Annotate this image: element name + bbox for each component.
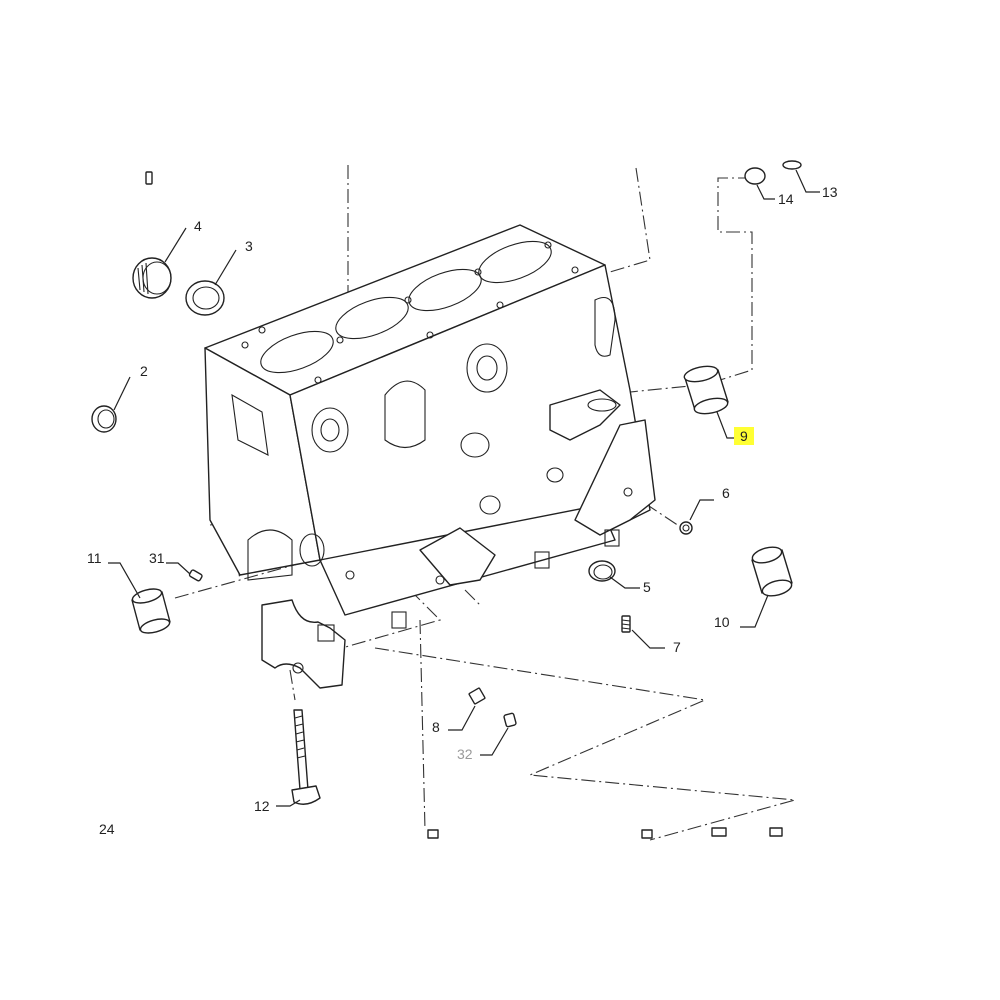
part-2-plug <box>91 405 117 433</box>
main-bearing-cap <box>261 599 346 689</box>
part-11-bushing <box>131 588 171 634</box>
callout-labels: 2 3 4 5 6 7 8 9 10 11 12 13 14 24 31 32 <box>87 184 838 837</box>
part-7-set-screw <box>621 615 631 633</box>
callout-4: 4 <box>194 218 202 234</box>
callout-9-highlight <box>734 427 754 445</box>
callout-10: 10 <box>714 614 730 630</box>
callout-8: 8 <box>432 719 440 735</box>
leader-lines <box>108 169 820 807</box>
callout-3: 3 <box>245 238 253 254</box>
part-14-o-ring <box>744 167 766 185</box>
callout-11: 11 <box>87 550 102 566</box>
part-9-bushing <box>683 365 729 415</box>
callout-32: 32 <box>457 746 473 762</box>
part-10-bushing <box>751 546 793 597</box>
part-6-small-ring <box>679 521 693 535</box>
part-3-seal-ring <box>185 280 225 316</box>
callout-7: 7 <box>673 639 681 655</box>
callout-9: 9 <box>740 428 748 444</box>
bottom-fasteners <box>427 827 783 839</box>
callout-31: 31 <box>149 550 165 566</box>
cylinder-block <box>204 224 656 629</box>
callout-14: 14 <box>778 191 794 207</box>
part-31-dowel-pin <box>188 569 203 582</box>
callout-24: 24 <box>99 821 115 837</box>
part-13-plug <box>782 160 802 170</box>
callout-6: 6 <box>722 485 730 501</box>
part-4-threaded-plug <box>132 257 172 299</box>
part-8-set-screw <box>468 687 486 705</box>
part-12-bolt <box>291 709 321 805</box>
callout-2: 2 <box>140 363 148 379</box>
callout-5: 5 <box>643 579 651 595</box>
part-5-sleeve <box>588 560 616 582</box>
callout-12: 12 <box>254 798 270 814</box>
small-fitting-icon <box>145 171 153 185</box>
callout-13: 13 <box>822 184 838 200</box>
part-32-dowel <box>503 712 517 728</box>
